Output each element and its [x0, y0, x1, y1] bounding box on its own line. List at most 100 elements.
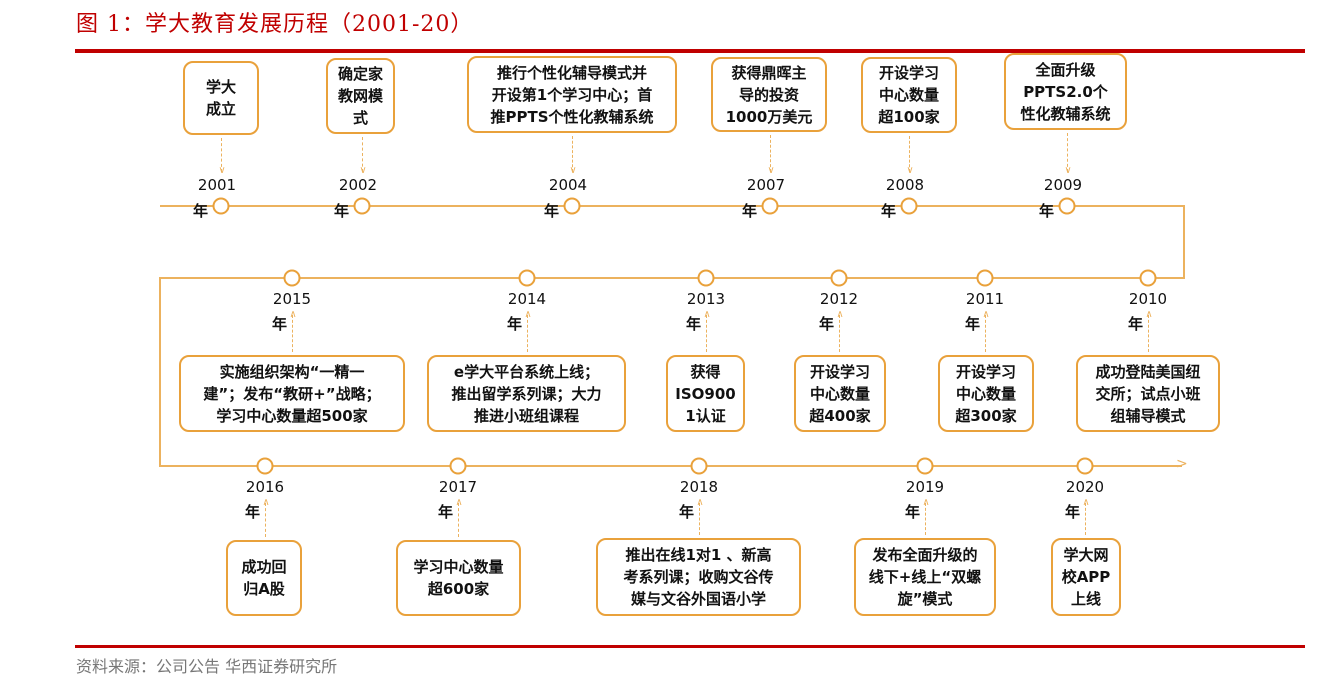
event-text-line: 组辅导模式: [1110, 406, 1186, 425]
dashed-connector: [458, 503, 459, 537]
timeline-node: [900, 197, 918, 215]
event-text-line: 1认证: [685, 406, 726, 425]
year-label: 2017: [438, 478, 478, 496]
arrow-icon: ∧: [289, 309, 297, 320]
event-text-line: 确定家: [337, 65, 383, 83]
year-label: 2007: [746, 176, 786, 194]
arrow-icon: ∨: [359, 165, 367, 176]
year-label: 2004: [548, 176, 588, 194]
timeline-node: [1058, 197, 1076, 215]
event-box: 开设学习中心数量超400家: [794, 355, 886, 432]
event-text-line: 旋”模式: [897, 590, 953, 608]
year-suffix: 年: [272, 315, 288, 333]
timeline-node: [518, 269, 536, 287]
event-text-line: 超100家: [878, 108, 940, 126]
year-suffix: 年: [438, 503, 454, 521]
event-text-line: 发布全面升级的: [872, 546, 978, 564]
year-label: 2002: [338, 176, 378, 194]
arrow-icon: ∧: [455, 497, 463, 508]
event-box: 推行个性化辅导模式并开设第1个学习中心；首推PPTS个性化教辅系统: [467, 56, 677, 133]
year-label: 2019: [905, 478, 945, 496]
dashed-connector: [362, 137, 363, 172]
timeline-node: [563, 197, 581, 215]
year-label: 2008: [885, 176, 925, 194]
year-suffix: 年: [245, 503, 261, 521]
dashed-connector: [925, 503, 926, 535]
event-text-line: 考系列课；收购文谷传: [623, 568, 774, 586]
dashed-connector: [770, 135, 771, 172]
timeline-node: [449, 457, 467, 475]
event-box: 确定家教网模式: [326, 58, 395, 134]
event-text-line: 学习中心数量超500家: [216, 406, 368, 425]
event-text-line: 交所；试点小班: [1095, 384, 1201, 403]
event-text-line: ISO900: [675, 384, 736, 403]
event-text-line: 中心数量: [955, 384, 1016, 403]
arrow-icon: ∧: [922, 497, 930, 508]
event-text-line: 中心数量: [809, 384, 870, 403]
year-label: 2012: [819, 290, 859, 308]
event-box: 成功登陆美国纽交所；试点小班组辅导模式: [1076, 355, 1220, 432]
dashed-connector: [839, 315, 840, 352]
arrow-icon: ∨: [906, 165, 914, 176]
year-suffix: 年: [507, 315, 523, 333]
arrow-icon: ∧: [1145, 309, 1153, 320]
event-text-line: 推PPTS个性化教辅系统: [490, 107, 654, 126]
timeline-node: [1139, 269, 1157, 287]
arrow-icon: ∨: [767, 165, 775, 176]
event-text-line: 上线: [1070, 590, 1101, 608]
event-box: 开设学习中心数量超100家: [861, 57, 957, 133]
event-text-line: 开设学习: [955, 362, 1016, 381]
year-suffix: 年: [686, 315, 702, 333]
event-text-line: 线下+线上“双螺: [868, 568, 982, 586]
dashed-connector: [1085, 503, 1086, 535]
event-text-line: 超600家: [427, 580, 490, 598]
event-text-line: 性化教辅系统: [1020, 104, 1111, 123]
event-text-line: 校APP: [1061, 568, 1111, 586]
top-rule: [75, 49, 1305, 53]
timeline-arrowhead: >: [1176, 456, 1188, 472]
event-text-line: e学大平台系统上线；: [453, 362, 600, 381]
event-text-line: 学大: [205, 78, 236, 96]
event-text-line: 学大网: [1063, 546, 1109, 564]
year-label: 2018: [679, 478, 719, 496]
year-suffix: 年: [905, 503, 921, 521]
event-text-line: 教网模: [337, 87, 383, 105]
year-label: 2020: [1065, 478, 1105, 496]
timeline-node: [697, 269, 715, 287]
timeline-row-2: [160, 277, 1185, 279]
year-suffix: 年: [819, 315, 835, 333]
dashed-connector: [909, 136, 910, 172]
timeline-node: [1076, 457, 1094, 475]
event-text-line: 获得鼎晖主: [731, 63, 807, 82]
event-text-line: 归A股: [243, 580, 285, 598]
event-text-line: 媒与文谷外国语小学: [630, 590, 766, 608]
year-label: 2015: [272, 290, 312, 308]
event-text-line: 推出留学系列课；大力: [451, 384, 602, 403]
event-text-line: 超400家: [809, 406, 871, 425]
timeline-node: [353, 197, 371, 215]
event-text-line: 导的投资: [738, 85, 799, 104]
event-text-line: 实施组织架构“一精一: [219, 362, 365, 381]
year-suffix: 年: [1039, 202, 1055, 220]
event-box: 发布全面升级的线下+线上“双螺旋”模式: [854, 538, 996, 616]
timeline-node: [212, 197, 230, 215]
year-label: 2014: [507, 290, 547, 308]
event-text-line: 推行个性化辅导模式并: [496, 63, 647, 82]
timeline-node: [830, 269, 848, 287]
year-suffix: 年: [881, 202, 897, 220]
timeline-node: [916, 457, 934, 475]
year-suffix: 年: [742, 202, 758, 220]
event-text-line: 中心数量: [878, 86, 939, 104]
dashed-connector: [706, 315, 707, 352]
event-text-line: 成立: [205, 100, 236, 118]
year-suffix: 年: [679, 503, 695, 521]
arrow-icon: ∧: [836, 309, 844, 320]
year-suffix: 年: [193, 202, 209, 220]
event-text-line: 推出在线1对1 、新高: [625, 546, 772, 564]
year-suffix: 年: [1128, 315, 1144, 333]
arrow-icon: ∨: [1064, 165, 1072, 176]
event-text-line: 获得: [690, 362, 721, 381]
arrow-icon: ∧: [1082, 497, 1090, 508]
arrow-icon: ∧: [524, 309, 532, 320]
timeline-row-1: [160, 205, 1185, 207]
